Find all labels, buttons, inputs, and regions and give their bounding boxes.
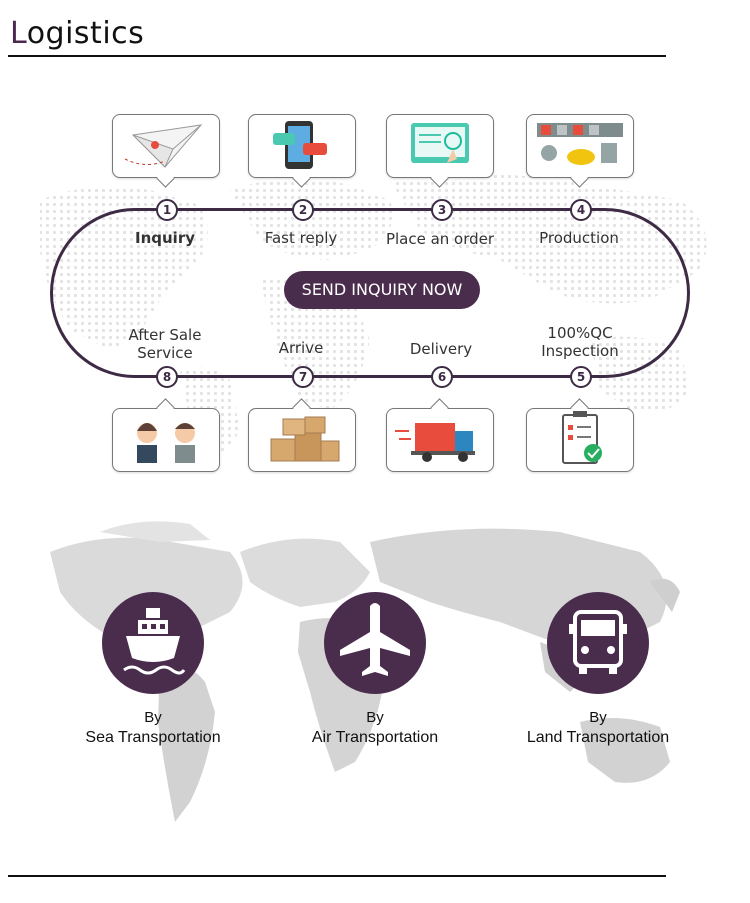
boxes-icon bbox=[270, 416, 340, 462]
page-title-rest: ogistics bbox=[26, 16, 145, 51]
page-title-initial: L bbox=[10, 16, 27, 51]
step-label-fast-reply: Fast reply bbox=[264, 229, 338, 247]
step-label-after-sale: After Sale Service bbox=[95, 326, 235, 362]
step-number-2: 2 bbox=[292, 199, 314, 221]
step-label-after-sale-line1: After Sale bbox=[128, 326, 202, 344]
process-loop bbox=[50, 208, 690, 378]
ship-icon bbox=[123, 608, 186, 675]
transport-air-badge bbox=[324, 592, 426, 694]
step-1-bubble bbox=[112, 114, 220, 178]
paper-plane-mail-icon bbox=[124, 124, 203, 168]
bus-icon bbox=[569, 610, 627, 674]
step-2-bubble bbox=[248, 114, 356, 178]
transport-land-badge bbox=[547, 592, 649, 694]
page-title: Logistics bbox=[10, 16, 144, 51]
send-inquiry-button[interactable]: SEND INQUIRY NOW bbox=[284, 271, 480, 309]
footer-divider bbox=[8, 875, 666, 877]
transport-land-by: By bbox=[589, 709, 607, 726]
step-label-qc-line2: Inspection bbox=[541, 342, 619, 360]
step-number-6: 6 bbox=[431, 366, 453, 388]
step-label-production: Production bbox=[539, 229, 619, 247]
step-number-4: 4 bbox=[570, 199, 592, 221]
transport-land: By Land Transportation bbox=[498, 592, 698, 748]
customer-service-icon bbox=[137, 423, 195, 463]
step-3-bubble bbox=[386, 114, 494, 178]
header-divider bbox=[8, 55, 666, 57]
step-number-1: 1 bbox=[156, 199, 178, 221]
step-label-after-sale-line2: Service bbox=[137, 344, 193, 362]
step-number-3: 3 bbox=[431, 199, 453, 221]
step-label-delivery: Delivery bbox=[409, 340, 473, 358]
step-5-bubble bbox=[526, 408, 634, 472]
transport-sea-name: Sea Transportation bbox=[85, 729, 221, 746]
transport-air-name: Air Transportation bbox=[311, 729, 439, 746]
step-number-5: 5 bbox=[570, 366, 592, 388]
transport-air-by: By bbox=[366, 709, 384, 726]
step-label-place-order: Place an order bbox=[385, 230, 495, 248]
step-8-bubble bbox=[112, 408, 220, 472]
transport-sea-by: By bbox=[144, 709, 162, 726]
step-4-bubble bbox=[526, 114, 634, 178]
delivery-truck-icon bbox=[395, 423, 475, 462]
step-7-bubble bbox=[248, 408, 356, 472]
step-number-8: 8 bbox=[156, 366, 178, 388]
airplane-icon bbox=[340, 603, 410, 676]
checklist-icon bbox=[562, 411, 602, 464]
step-label-arrive: Arrive bbox=[278, 339, 324, 357]
step-label-inquiry: Inquiry bbox=[135, 229, 195, 247]
step-6-bubble bbox=[386, 408, 494, 472]
online-order-icon bbox=[411, 123, 469, 163]
order-process-diagram: 1 2 3 4 Inquiry Fast reply Place an orde… bbox=[30, 110, 730, 480]
transport-air: By Air Transportation bbox=[275, 592, 475, 748]
step-number-7: 7 bbox=[292, 366, 314, 388]
transport-sea: By Sea Transportation bbox=[53, 592, 253, 748]
step-label-qc-line1: 100%QC bbox=[547, 324, 613, 342]
transport-sea-badge bbox=[102, 592, 204, 694]
transport-land-name: Land Transportation bbox=[526, 729, 670, 746]
step-label-qc: 100%QC Inspection bbox=[510, 324, 650, 360]
phone-chat-icon bbox=[273, 121, 327, 169]
factory-line-icon bbox=[537, 123, 623, 165]
